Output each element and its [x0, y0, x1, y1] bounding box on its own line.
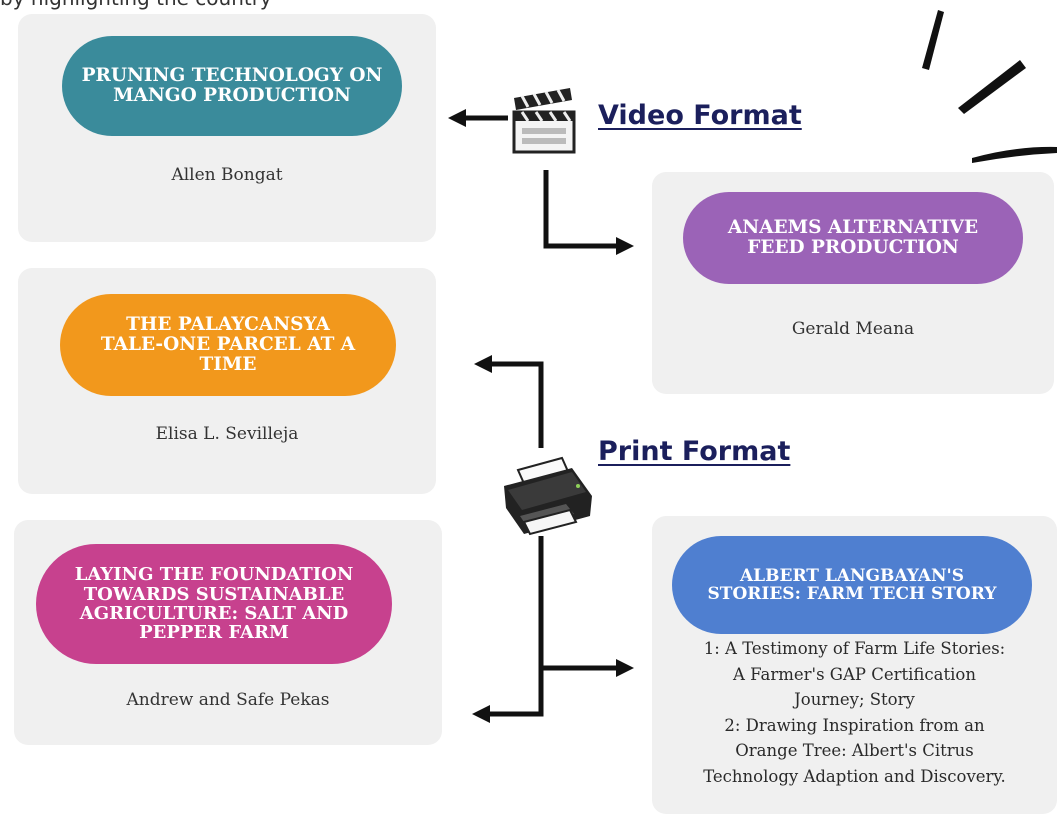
- author-anaems: Gerald Meana: [791, 319, 915, 339]
- header-fragment: by highlighting the country: [0, 0, 330, 12]
- clapperboard-icon: [512, 88, 576, 154]
- print-format-label: Print Format: [598, 436, 791, 467]
- author-saltpepper: Andrew and Safe Pekas: [126, 690, 330, 710]
- author-palaycansya: Elisa L. Sevilleja: [155, 424, 299, 444]
- arrow-print-to-albert-and-saltpepper: [472, 536, 634, 723]
- arrow-video-to-anaems: [543, 170, 634, 255]
- title-pill-albert: ALBERT LANGBAYAN'S STORIES: FARM TECH ST…: [672, 536, 1032, 634]
- video-format-label: Video Format: [598, 100, 802, 131]
- title-pill-palaycansya: THE PALAYCANSYA TALE-ONE PARCEL AT A TIM…: [60, 294, 396, 396]
- arrow-print-to-palaycansya: [474, 355, 544, 448]
- author-mango: Allen Bongat: [171, 165, 283, 185]
- title-pill-saltpepper: LAYING THE FOUNDATION TOWARDS SUSTAINABL…: [36, 544, 392, 664]
- brush-strokes-decoration: [922, 10, 1057, 163]
- stories-list-albert: 1: A Testimony of Farm Life Stories: A F…: [703, 639, 1006, 786]
- printer-icon: [504, 456, 592, 536]
- arrow-video-to-mango: [448, 109, 508, 127]
- title-pill-anaems: ANAEMS ALTERNATIVE FEED PRODUCTION: [683, 192, 1023, 284]
- title-pill-mango: PRUNING TECHNOLOGY ON MANGO PRODUCTION: [62, 36, 402, 136]
